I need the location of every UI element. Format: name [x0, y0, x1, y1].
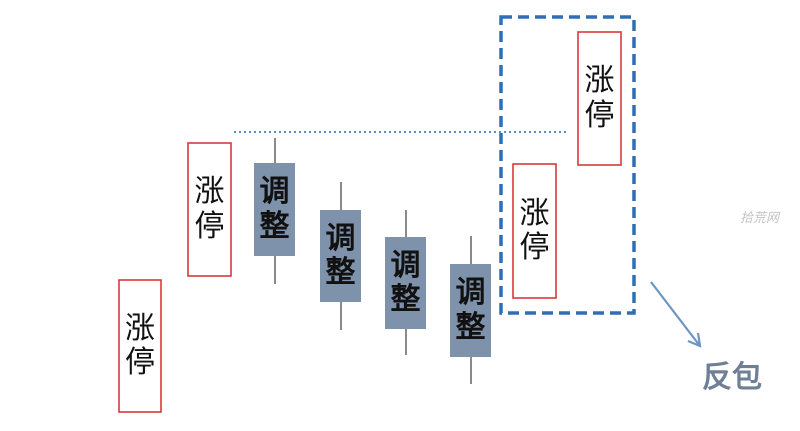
adjust-candle-2: [320, 210, 361, 302]
callout-arrow-line: [650, 281, 701, 347]
limit-up-candle-2: [187, 142, 232, 277]
limit-up-candle-1-label: 涨 停: [119, 280, 161, 412]
char: 停: [194, 208, 225, 244]
reversal-highlight-box: [499, 15, 636, 315]
char: 调: [325, 220, 356, 256]
adjust-candle-1-label: 调 整: [254, 163, 295, 256]
reversal-callout-label: 反包: [702, 360, 762, 395]
limit-up-candle-3-label: 涨 停: [513, 164, 556, 298]
char: 调: [390, 247, 421, 283]
limit-up-candle-4: [577, 31, 622, 166]
char: 调: [455, 275, 486, 310]
char: 停: [125, 345, 155, 380]
adjust-candle-1: [254, 163, 295, 256]
limit-up-candle-2-label: 涨 停: [188, 143, 231, 276]
limit-up-candle-1: [118, 279, 162, 413]
char: 整: [259, 208, 290, 244]
char: 涨: [519, 195, 550, 231]
char: 停: [519, 230, 550, 265]
char: 停: [584, 97, 615, 133]
adjust-candle-2-label: 调 整: [320, 210, 361, 302]
watermark: 拾荒网: [740, 211, 780, 226]
adjust-candle-3-label: 调 整: [385, 237, 426, 329]
char: 整: [390, 282, 421, 317]
char: 涨: [125, 310, 155, 346]
adjust-candle-4: [450, 264, 491, 357]
char: 整: [455, 309, 486, 345]
limit-up-candle-4-label: 涨 停: [578, 32, 621, 165]
callout-arrowhead: [687, 332, 702, 348]
adjust-candle-4-label: 调 整: [450, 264, 491, 357]
limit-up-candle-3: [512, 163, 557, 299]
adjust-candle-3: [385, 237, 426, 329]
char: 涨: [584, 63, 615, 98]
char: 涨: [194, 174, 225, 209]
char: 调: [259, 174, 290, 209]
char: 整: [325, 255, 356, 290]
